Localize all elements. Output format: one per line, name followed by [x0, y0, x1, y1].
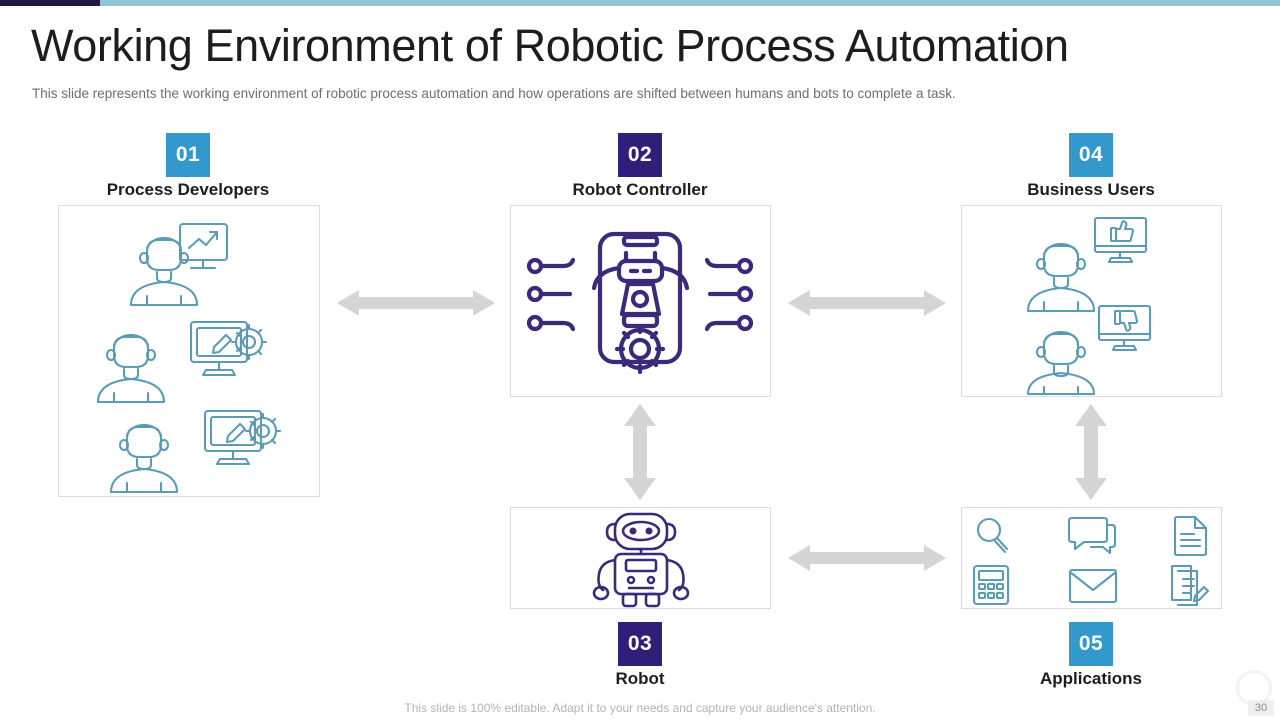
badge-02: 02	[618, 133, 662, 177]
envelope-icon	[1068, 568, 1118, 604]
calculator-icon	[972, 564, 1010, 606]
panel-business-users	[961, 205, 1222, 397]
person-icon	[96, 333, 166, 404]
badge-03-number: 03	[627, 632, 653, 655]
panel-robot-controller	[510, 205, 771, 397]
connector-controller-to-robot	[622, 404, 658, 500]
badge-04-number: 04	[1078, 143, 1104, 166]
document-icon	[1173, 515, 1208, 557]
person-icon	[1026, 242, 1096, 313]
group-title-robot-controller: Robot Controller	[572, 180, 708, 199]
person-icon	[129, 236, 199, 307]
footer-note: This slide is 100% editable. Adapt it to…	[404, 701, 876, 715]
person-icon	[109, 423, 179, 494]
page-subtitle: This slide represents the working enviro…	[32, 86, 956, 101]
robot-icon	[592, 512, 690, 608]
connector-robot-to-applications	[788, 542, 946, 574]
accent-bar-dark-segment	[0, 0, 100, 6]
search-icon	[976, 517, 1009, 554]
monitor-settings-icon	[189, 320, 268, 377]
group-title-robot: Robot	[615, 669, 665, 688]
chat-icon	[1067, 516, 1117, 555]
connector-developers-to-controller	[337, 287, 495, 319]
connector-business-users-to-applications	[1073, 404, 1109, 500]
page-number: 30	[1248, 700, 1274, 716]
panel-process-developers	[58, 205, 320, 497]
connector-controller-to-business-users	[788, 287, 946, 319]
robot-controller-device-icon	[526, 231, 754, 375]
monitor-chart-icon	[178, 222, 229, 270]
badge-03: 03	[618, 622, 662, 666]
page-title: Working Environment of Robotic Process A…	[31, 20, 1069, 71]
monitor-thumbs-up-icon	[1093, 216, 1148, 264]
badge-02-number: 02	[627, 143, 653, 166]
badge-05-number: 05	[1078, 632, 1104, 655]
person-icon	[1026, 330, 1096, 396]
group-title-applications: Applications	[1039, 669, 1142, 688]
panel-applications	[961, 507, 1222, 609]
document-edit-icon	[1170, 564, 1210, 607]
accent-bar	[0, 0, 1280, 6]
panel-robot	[510, 507, 771, 609]
badge-01-number: 01	[175, 143, 201, 166]
monitor-thumbs-down-icon	[1097, 304, 1152, 352]
monitor-settings-icon	[203, 409, 282, 466]
badge-01: 01	[166, 133, 210, 177]
group-title-business-users: Business Users	[1027, 180, 1155, 199]
badge-04: 04	[1069, 133, 1113, 177]
badge-05: 05	[1069, 622, 1113, 666]
group-title-process-developers: Process Developers	[106, 180, 270, 199]
